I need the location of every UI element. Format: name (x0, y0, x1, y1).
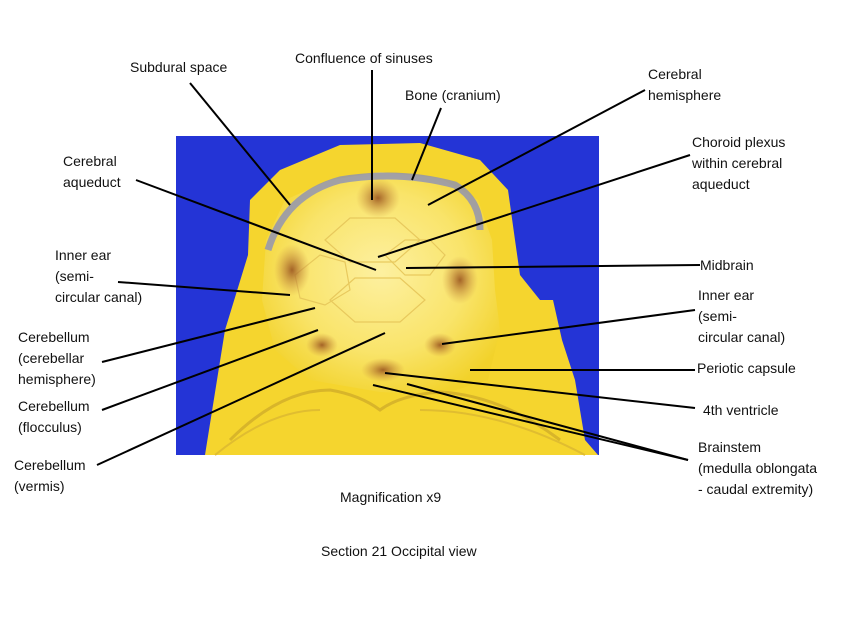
leader-fourth-ventricle (384, 372, 696, 409)
label-midbrain: Midbrain (700, 257, 754, 273)
leader-brainstem-2 (406, 383, 689, 461)
leader-bone-cranium (411, 107, 442, 181)
section-caption: Section 21 Occipital view (321, 543, 477, 559)
label-fourth-ventricle: 4th ventricle (703, 402, 779, 418)
label-subdural-space: Subdural space (130, 59, 228, 75)
label-inner-ear-left: Inner ear (semi- circular canal) (55, 247, 143, 305)
leader-inner-ear-left (117, 281, 291, 296)
label-inner-ear-right: Inner ear (semi- circular canal) (698, 287, 786, 345)
label-cerebellum-hemisphere: Cerebellum (cerebellar hemisphere) (18, 329, 96, 387)
label-confluence-of-sinuses: Confluence of sinuses (295, 50, 433, 66)
leader-brainstem-1 (372, 384, 689, 461)
label-brainstem: Brainstem (medulla oblongata - caudal ex… (698, 439, 818, 497)
label-cerebellum-flocculus: Cerebellum (flocculus) (18, 398, 90, 435)
leader-cerebellum-flocculus (101, 329, 319, 411)
label-cerebellum-vermis: Cerebellum (vermis) (14, 457, 86, 494)
label-bone-cranium: Bone (cranium) (405, 87, 501, 103)
leader-choroid-plexus (377, 154, 691, 258)
label-periotic-capsule: Periotic capsule (697, 360, 796, 376)
leader-cerebral-hemisphere (427, 89, 646, 206)
leader-cerebellum-hemisphere (101, 307, 316, 363)
label-cerebral-hemisphere: Cerebral hemisphere (648, 66, 722, 103)
magnification-caption: Magnification x9 (340, 489, 442, 505)
leader-midbrain (405, 264, 701, 269)
leader-cerebellum-vermis (96, 332, 386, 466)
leader-inner-ear-right (441, 309, 696, 345)
label-cerebral-aqueduct: Cerebral aqueduct (63, 153, 121, 190)
leader-cerebral-aqueduct (135, 179, 377, 271)
subdural-tint (264, 172, 484, 252)
leader-subdural-space (189, 82, 291, 206)
label-choroid-plexus: Choroid plexus within cerebral aqueduct (692, 134, 786, 192)
